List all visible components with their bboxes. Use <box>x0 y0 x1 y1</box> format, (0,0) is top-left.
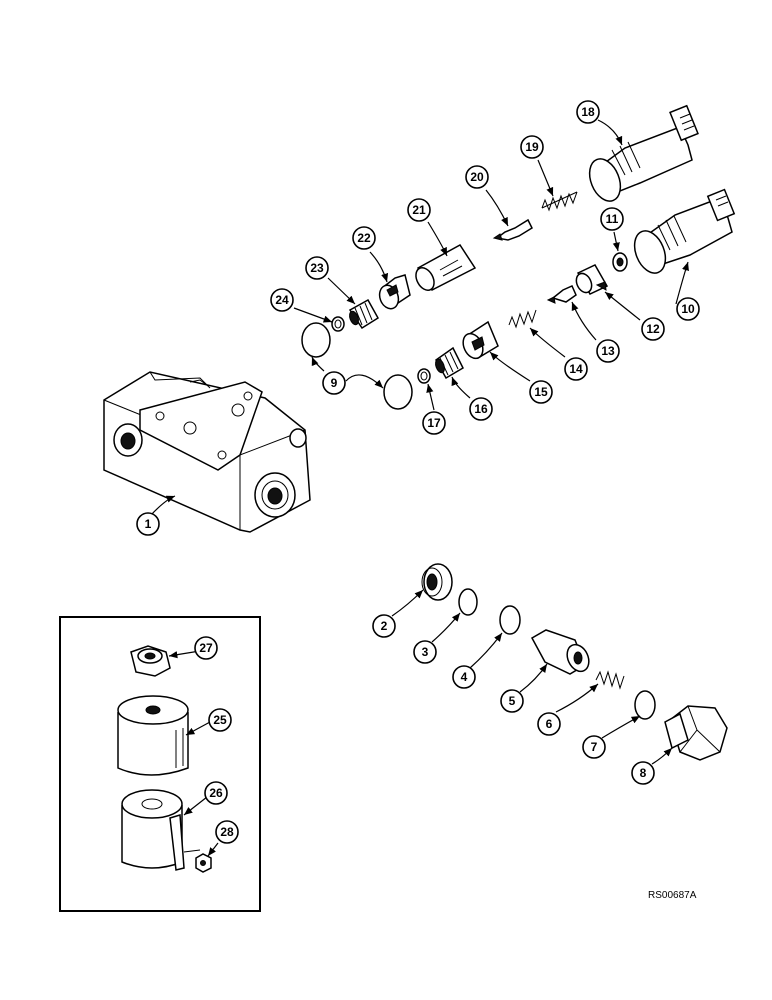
callout-19: 19 <box>520 135 544 159</box>
svg-text:8: 8 <box>640 766 647 780</box>
callout-26: 26 <box>204 781 228 805</box>
callout-28: 28 <box>215 820 239 844</box>
cover-25 <box>117 695 189 776</box>
svg-text:2: 2 <box>381 619 388 633</box>
svg-text:13: 13 <box>601 344 615 358</box>
figure-id: RS00687A <box>648 890 697 901</box>
svg-text:17: 17 <box>427 416 441 430</box>
svg-text:19: 19 <box>525 140 539 154</box>
nut-28 <box>195 853 212 873</box>
plug-12 <box>575 264 609 295</box>
seat-16 <box>435 346 464 380</box>
valve-body <box>103 371 311 533</box>
svg-text:12: 12 <box>646 322 660 336</box>
callout-12: 12 <box>641 317 665 341</box>
svg-text:25: 25 <box>213 713 227 727</box>
svg-text:15: 15 <box>534 385 548 399</box>
nut-27 <box>130 645 171 677</box>
callout-20: 20 <box>465 165 489 189</box>
ring-11 <box>612 252 628 272</box>
callout-24: 24 <box>270 288 294 312</box>
callout-16: 16 <box>469 397 493 421</box>
svg-text:14: 14 <box>569 362 583 376</box>
plug-2 <box>421 563 453 601</box>
svg-text:4: 4 <box>461 670 468 684</box>
svg-text:18: 18 <box>581 105 595 119</box>
o-ring-3 <box>458 588 478 616</box>
svg-text:16: 16 <box>474 402 488 416</box>
callout-1: 1 <box>136 512 160 536</box>
cage-22 <box>378 274 411 310</box>
poppet-20 <box>492 218 533 241</box>
svg-text:23: 23 <box>310 261 324 275</box>
callout-21: 21 <box>407 198 431 222</box>
o-ring-7 <box>634 690 656 720</box>
callout-6: 6 <box>537 712 561 736</box>
svg-text:20: 20 <box>470 170 484 184</box>
svg-text:3: 3 <box>422 645 429 659</box>
coil-26 <box>121 789 201 871</box>
svg-text:6: 6 <box>546 717 553 731</box>
callout-22: 22 <box>352 226 376 250</box>
leader-lines <box>149 119 689 857</box>
callout-3: 3 <box>413 640 437 664</box>
svg-text:26: 26 <box>209 786 223 800</box>
callout-8: 8 <box>631 761 655 785</box>
o-ring-4 <box>499 605 521 635</box>
spring-6 <box>595 670 625 690</box>
callout-15: 15 <box>529 380 553 404</box>
poppet-13 <box>546 285 577 304</box>
svg-text:24: 24 <box>275 293 289 307</box>
callout-7: 7 <box>582 735 606 759</box>
poppet-5 <box>530 629 590 675</box>
svg-text:21: 21 <box>412 203 426 217</box>
svg-text:7: 7 <box>591 740 598 754</box>
spring-14 <box>508 309 537 329</box>
sleeve-21 <box>415 244 477 291</box>
svg-text:28: 28 <box>220 825 234 839</box>
cage-15 <box>462 320 499 360</box>
inset-box <box>59 616 261 912</box>
callout-14: 14 <box>564 357 588 381</box>
ring-24 <box>331 316 345 332</box>
callout-18: 18 <box>576 100 600 124</box>
callout-9: 9 <box>322 371 346 395</box>
svg-text:5: 5 <box>509 694 516 708</box>
callout-2: 2 <box>372 614 396 638</box>
svg-text:22: 22 <box>357 231 371 245</box>
svg-text:10: 10 <box>681 302 695 316</box>
callout-4: 4 <box>452 665 476 689</box>
callout-11: 11 <box>600 207 624 231</box>
svg-text:11: 11 <box>606 212 619 226</box>
callout-10: 10 <box>676 297 700 321</box>
callout-13: 13 <box>596 339 620 363</box>
plug-8 <box>664 705 728 761</box>
spring-19 <box>541 191 578 212</box>
o-rings-9 <box>301 322 413 410</box>
callout-17: 17 <box>422 411 446 435</box>
callout-25: 25 <box>208 708 232 732</box>
callout-5: 5 <box>500 689 524 713</box>
seat-23 <box>348 298 380 330</box>
cartridge-18 <box>588 104 699 202</box>
callout-23: 23 <box>305 256 329 280</box>
svg-text:9: 9 <box>331 376 338 390</box>
ring-17 <box>417 368 431 384</box>
callout-27: 27 <box>194 636 218 660</box>
svg-text:1: 1 <box>145 517 152 531</box>
svg-text:27: 27 <box>199 641 213 655</box>
cartridge-10 <box>633 188 736 274</box>
